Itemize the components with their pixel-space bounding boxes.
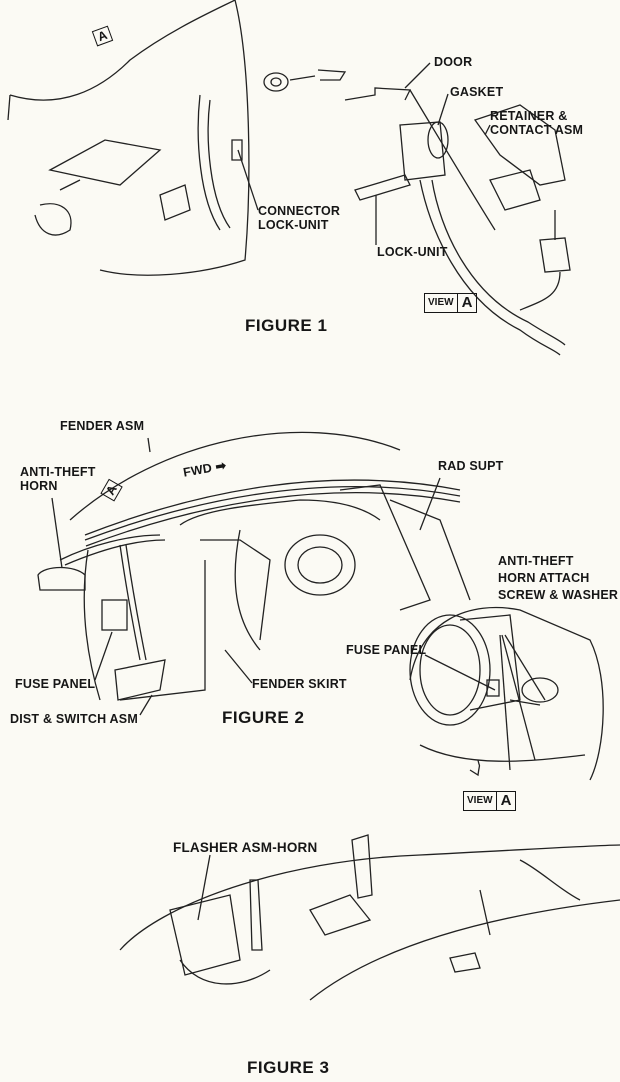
label-fender-skirt: FENDER SKIRT	[252, 677, 347, 691]
label-horn-attach: ANTI-THEFT HORN ATTACH SCREW & WASHER	[498, 553, 618, 604]
label-line: CONTACT ASM	[490, 123, 584, 137]
label-retainer: RETAINER & CONTACT ASM	[490, 109, 583, 137]
figure1-title: FIGURE 1	[245, 316, 328, 335]
label-anti-theft-horn: ANTI-THEFT HORN	[20, 465, 96, 493]
figure2-view-a-drawing	[409, 606, 604, 781]
figure1-view-a-drawing	[344, 87, 571, 356]
label-connector: CONNECTOR LOCK-UNIT	[258, 204, 340, 232]
figure1-leader-lines	[237, 62, 491, 245]
label-fuse-panel-view-a: FUSE PANEL	[346, 643, 427, 657]
label-fuse-panel: FUSE PANEL	[15, 677, 96, 691]
label-fender-asm: FENDER ASM	[60, 419, 145, 433]
figure3-title: FIGURE 3	[247, 1058, 330, 1077]
figure2-leader-lines	[51, 437, 546, 771]
label-door: DOOR	[434, 55, 473, 69]
label-line: HORN ATTACH	[498, 571, 590, 585]
figure3-console-drawing	[119, 834, 620, 1001]
label-line: LOCK-UNIT	[258, 218, 329, 232]
view-a-marker-fig1: VIEW A	[424, 293, 478, 313]
label-line: RETAINER &	[490, 109, 568, 123]
label-lock-unit: LOCK-UNIT	[377, 245, 448, 259]
view-word: VIEW	[467, 795, 493, 806]
label-line: ANTI-THEFT	[20, 465, 96, 479]
figure1-door-panel-drawing	[7, 0, 347, 276]
view-letter: A	[456, 294, 477, 312]
label-line: ANTI-THEFT	[498, 554, 574, 568]
figure3-leader-line	[197, 854, 211, 921]
label-rad-supt: RAD SUPT	[438, 459, 504, 473]
figure2-title: FIGURE 2	[222, 708, 305, 727]
label-line: HORN	[20, 479, 58, 493]
figure2-fender-drawing	[37, 431, 471, 701]
label-line: CONNECTOR	[258, 204, 341, 218]
label-gasket: GASKET	[450, 85, 504, 99]
label-flasher-asm-horn: FLASHER ASM-HORN	[173, 840, 318, 855]
label-dist-switch: DIST & SWITCH ASM	[10, 712, 138, 726]
view-a-marker-fig2: VIEW A	[463, 791, 517, 811]
view-word: VIEW	[428, 297, 454, 308]
label-line: SCREW & WASHER	[498, 588, 619, 602]
view-letter: A	[495, 792, 516, 810]
forward-arrow-icon: ➡	[214, 458, 228, 474]
